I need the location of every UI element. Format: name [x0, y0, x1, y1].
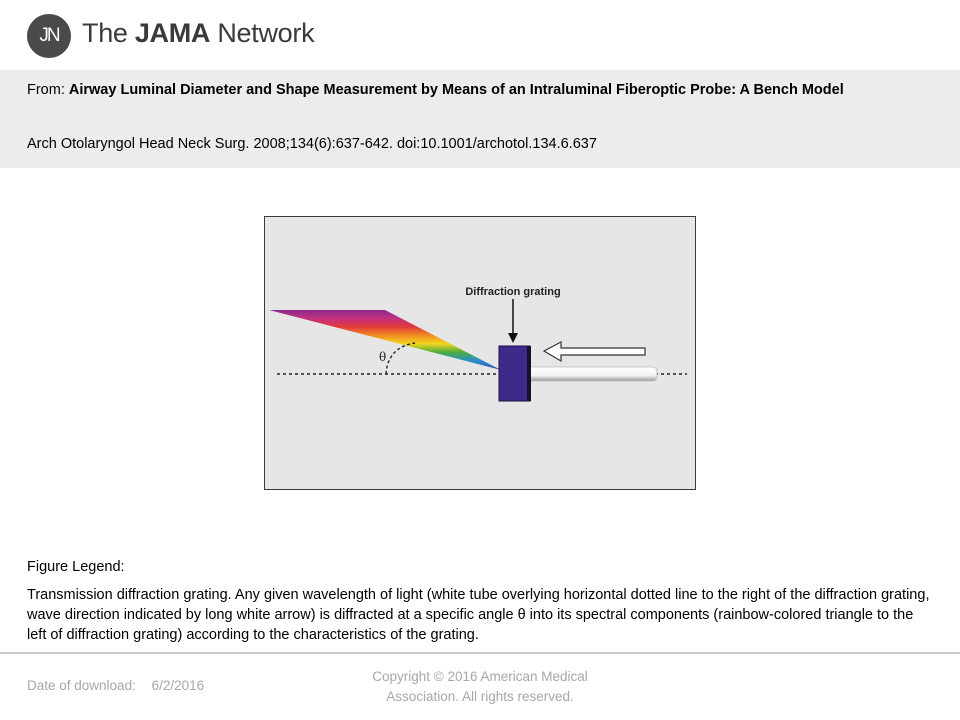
spectrum-triangle: [269, 310, 501, 370]
brand-prefix: The: [82, 18, 128, 48]
footer-divider: [0, 652, 960, 654]
fiber-tube: [526, 366, 658, 382]
article-title: Airway Luminal Diameter and Shape Measur…: [68, 82, 844, 98]
wave-direction-arrow: [542, 341, 646, 363]
copyright-notice: Copyright © 2016 American Medical Associ…: [372, 669, 588, 704]
jn-logo-icon[interactable]: JN: [27, 14, 71, 58]
article-from-line: From: Airway Luminal Diameter and Shape …: [27, 80, 902, 101]
diffraction-diagram: θ Diffraction grating: [269, 286, 687, 402]
pointer-arrow-head: [508, 333, 518, 343]
angle-arc: [385, 342, 416, 375]
diffraction-grating-block: [498, 345, 531, 402]
brand-bold: JAMA: [134, 18, 211, 48]
download-label: Date of download:: [27, 678, 136, 693]
brand-name[interactable]: The JAMA Network: [82, 18, 315, 49]
brand-suffix: Network: [217, 18, 315, 48]
angle-theta-label: θ: [379, 350, 386, 364]
article-citation: Arch Otolaryngol Head Neck Surg. 2008;13…: [27, 136, 597, 152]
grating-edge: [527, 346, 531, 401]
legend-text: Transmission diffraction grating. Any gi…: [27, 587, 930, 643]
header: JN The JAMA Network: [0, 0, 960, 70]
grating-label: Diffraction grating: [465, 286, 560, 298]
figure-image: θ Diffraction grating: [264, 216, 696, 490]
legend-heading: Figure Legend:: [27, 559, 125, 575]
from-label: From:: [27, 82, 65, 98]
article-info-band: [0, 70, 960, 168]
download-date: 6/2/2016: [151, 678, 205, 693]
download-info: Date of download: 6/2/2016: [27, 678, 204, 693]
